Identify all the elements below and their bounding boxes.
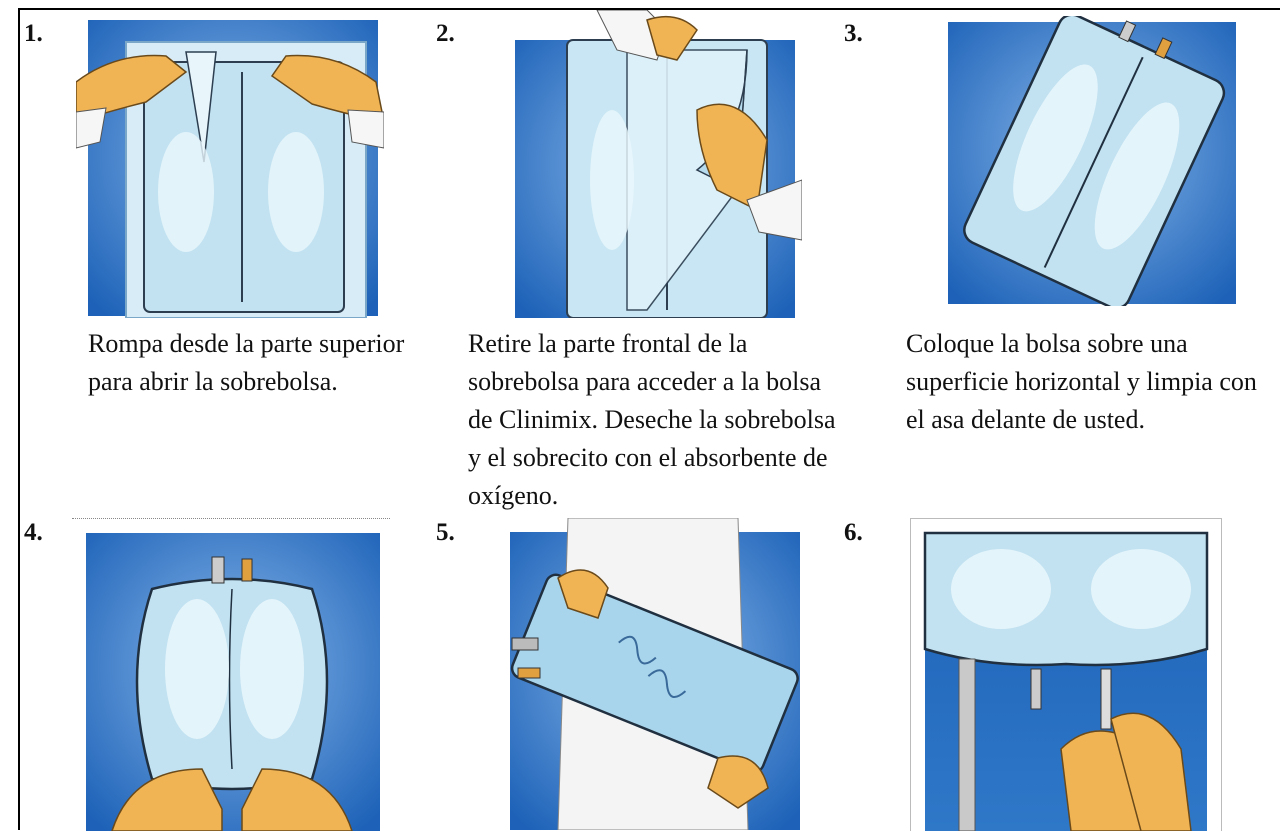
step-caption: Rompa desde la parte superior para abrir…	[88, 325, 408, 401]
hang-bag-illustration	[910, 518, 1222, 831]
bag-flat-illustration	[942, 16, 1242, 306]
table-left-border	[18, 8, 20, 830]
roll-bag-illustration	[72, 518, 390, 831]
mix-bag-illustration	[498, 518, 806, 830]
step-number: 4.	[24, 520, 43, 545]
step-number: 5.	[436, 520, 455, 545]
step-number: 2.	[436, 21, 455, 46]
remove-overpouch-illustration	[497, 10, 802, 318]
step-number: 6.	[844, 520, 863, 545]
step-number: 1.	[24, 21, 43, 46]
open-overpouch-illustration	[76, 12, 384, 318]
step-caption: Coloque la bolsa sobre una superficie ho…	[906, 325, 1266, 439]
step-number: 3.	[844, 21, 863, 46]
step-caption: Retire la parte frontal de la sobrebolsa…	[468, 325, 848, 515]
